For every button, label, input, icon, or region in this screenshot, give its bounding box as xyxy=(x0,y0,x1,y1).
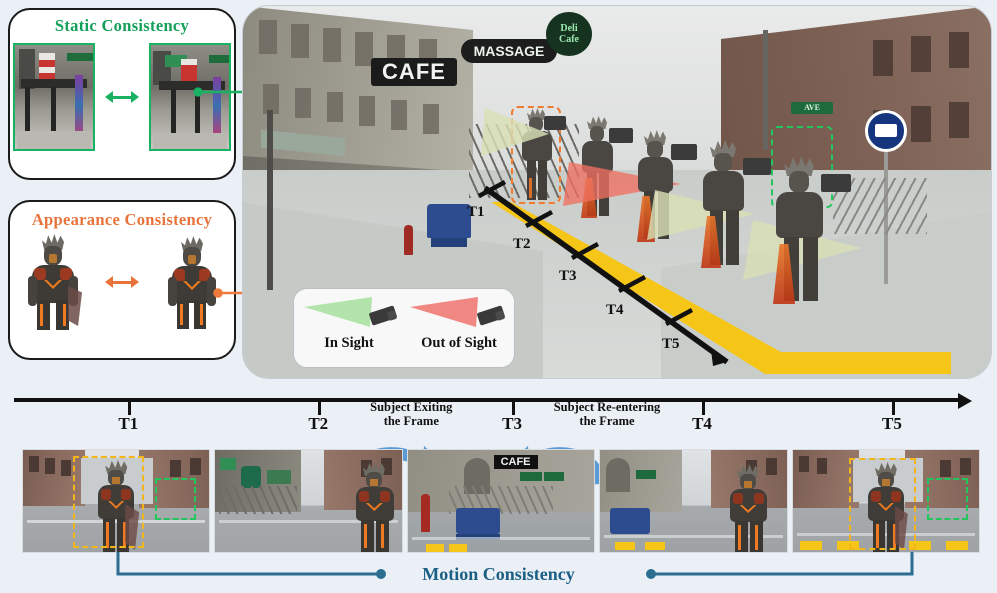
bottom-timeline: T1 T2 T3 T4 T5 Subject Exiting the Frame… xyxy=(14,392,983,440)
timeline-tick-t5 xyxy=(891,402,895,415)
frame-t5-subject-box xyxy=(848,458,916,550)
camera-icon-t4 xyxy=(743,158,771,175)
appearance-thumbnail-right xyxy=(149,232,234,332)
subject-instance-t5 xyxy=(767,156,833,304)
frame-t4-mailboxes xyxy=(609,508,650,534)
sight-legend: In Sight Out of Sight xyxy=(293,288,515,368)
scene-tick-t3: T3 xyxy=(559,268,577,284)
frame-t3-cafe-sign: CAFE xyxy=(493,455,538,469)
static-thumbnail-right xyxy=(149,43,231,151)
static-thumbnail-left xyxy=(13,43,95,151)
legend-in-sight-label: In Sight xyxy=(324,335,374,351)
timeline-label-t1: T1 xyxy=(118,414,139,433)
frame-t5[interactable] xyxy=(791,449,981,553)
camera-icon-t3 xyxy=(671,144,697,160)
timeline-axis xyxy=(14,398,958,402)
frame-t1-static-box xyxy=(155,478,197,520)
timeline-label-t4: T4 xyxy=(692,414,712,433)
frame-t3[interactable]: CAFE xyxy=(406,449,596,553)
building-left-windows xyxy=(243,6,473,306)
note-subject-exiting: Subject Exiting the Frame xyxy=(370,400,453,429)
motion-consistency-label: Motion Consistency xyxy=(422,564,575,584)
static-consistency-panel: Static Consistency xyxy=(8,8,236,180)
in-sight-icon-cell xyxy=(294,289,404,335)
frame-t1-subject-box xyxy=(73,456,145,548)
timeline-label-t2: T2 xyxy=(308,414,329,433)
legend-out-of-sight-label: Out of Sight xyxy=(421,335,497,351)
static-thumb-row xyxy=(10,43,234,151)
frame-t5-static-box xyxy=(926,478,968,520)
mailbox-legs xyxy=(431,238,467,247)
camera-icon-t5 xyxy=(821,174,851,192)
street-lamp-right xyxy=(763,30,768,150)
out-of-sight-icon-cell xyxy=(404,289,514,335)
appearance-match-arrow xyxy=(105,275,139,289)
note-subject-reentering: Subject Re-entering the Frame xyxy=(553,400,661,429)
frame-t4[interactable] xyxy=(599,449,788,553)
scene-tick-t1: T1 xyxy=(467,204,485,220)
frame-t2[interactable] xyxy=(214,449,403,553)
timeline-tick-t3 xyxy=(512,402,515,415)
in-sight-cone-t5 xyxy=(743,214,863,288)
timeline-arrow-head xyxy=(958,393,972,409)
frame-t1[interactable] xyxy=(22,449,211,553)
frame-t5-subject xyxy=(862,462,910,552)
camera-icon-t2 xyxy=(609,128,633,143)
street-lamp-left xyxy=(267,110,273,290)
camera-icon-t1 xyxy=(544,116,566,130)
timeline-label-t3: T3 xyxy=(502,414,522,433)
appearance-consistency-panel: Appearance Consistency xyxy=(8,200,236,360)
frame-t3-mailboxes xyxy=(456,508,501,534)
scene-tick-t5: T5 xyxy=(662,336,680,352)
legend-labels-row: In Sight Out of Sight xyxy=(294,335,514,352)
appearance-consistency-title: Appearance Consistency xyxy=(31,210,213,229)
frame-t4-subject xyxy=(725,464,773,552)
bus-glyph xyxy=(875,124,897,137)
frame-t1-subject xyxy=(92,460,140,552)
mailboxes xyxy=(427,204,471,238)
appearance-thumb-row xyxy=(10,232,234,332)
cafe-sign: CAFE xyxy=(371,58,457,86)
frame-t3-hydrant xyxy=(420,494,430,532)
deli-cafe-sign: Deli Cafe xyxy=(546,12,592,56)
scene-tick-t4: T4 xyxy=(606,302,624,318)
motion-consistency-group: Motion Consistency xyxy=(0,552,997,593)
static-consistency-title: Static Consistency xyxy=(54,16,190,35)
scene-tick-t2: T2 xyxy=(513,236,531,252)
frame-t2-subject xyxy=(352,462,400,552)
static-match-arrow xyxy=(105,90,139,104)
in-sight-cone-t1 xyxy=(481,104,551,164)
timeline-tick-t2 xyxy=(318,402,321,415)
timeline-label-t5: T5 xyxy=(881,414,902,433)
subject-instance-t1 xyxy=(515,108,557,204)
timeline-tick-t4 xyxy=(701,402,705,415)
legend-icons-row xyxy=(294,289,514,335)
fire-hydrant xyxy=(404,225,413,255)
timeline-tick-t1 xyxy=(128,402,131,415)
frame-strip: CAFE xyxy=(22,449,981,553)
massage-sign: MASSAGE xyxy=(461,39,557,63)
street-ave-sign: AVE xyxy=(791,102,833,114)
appearance-thumbnail-left xyxy=(10,232,95,332)
